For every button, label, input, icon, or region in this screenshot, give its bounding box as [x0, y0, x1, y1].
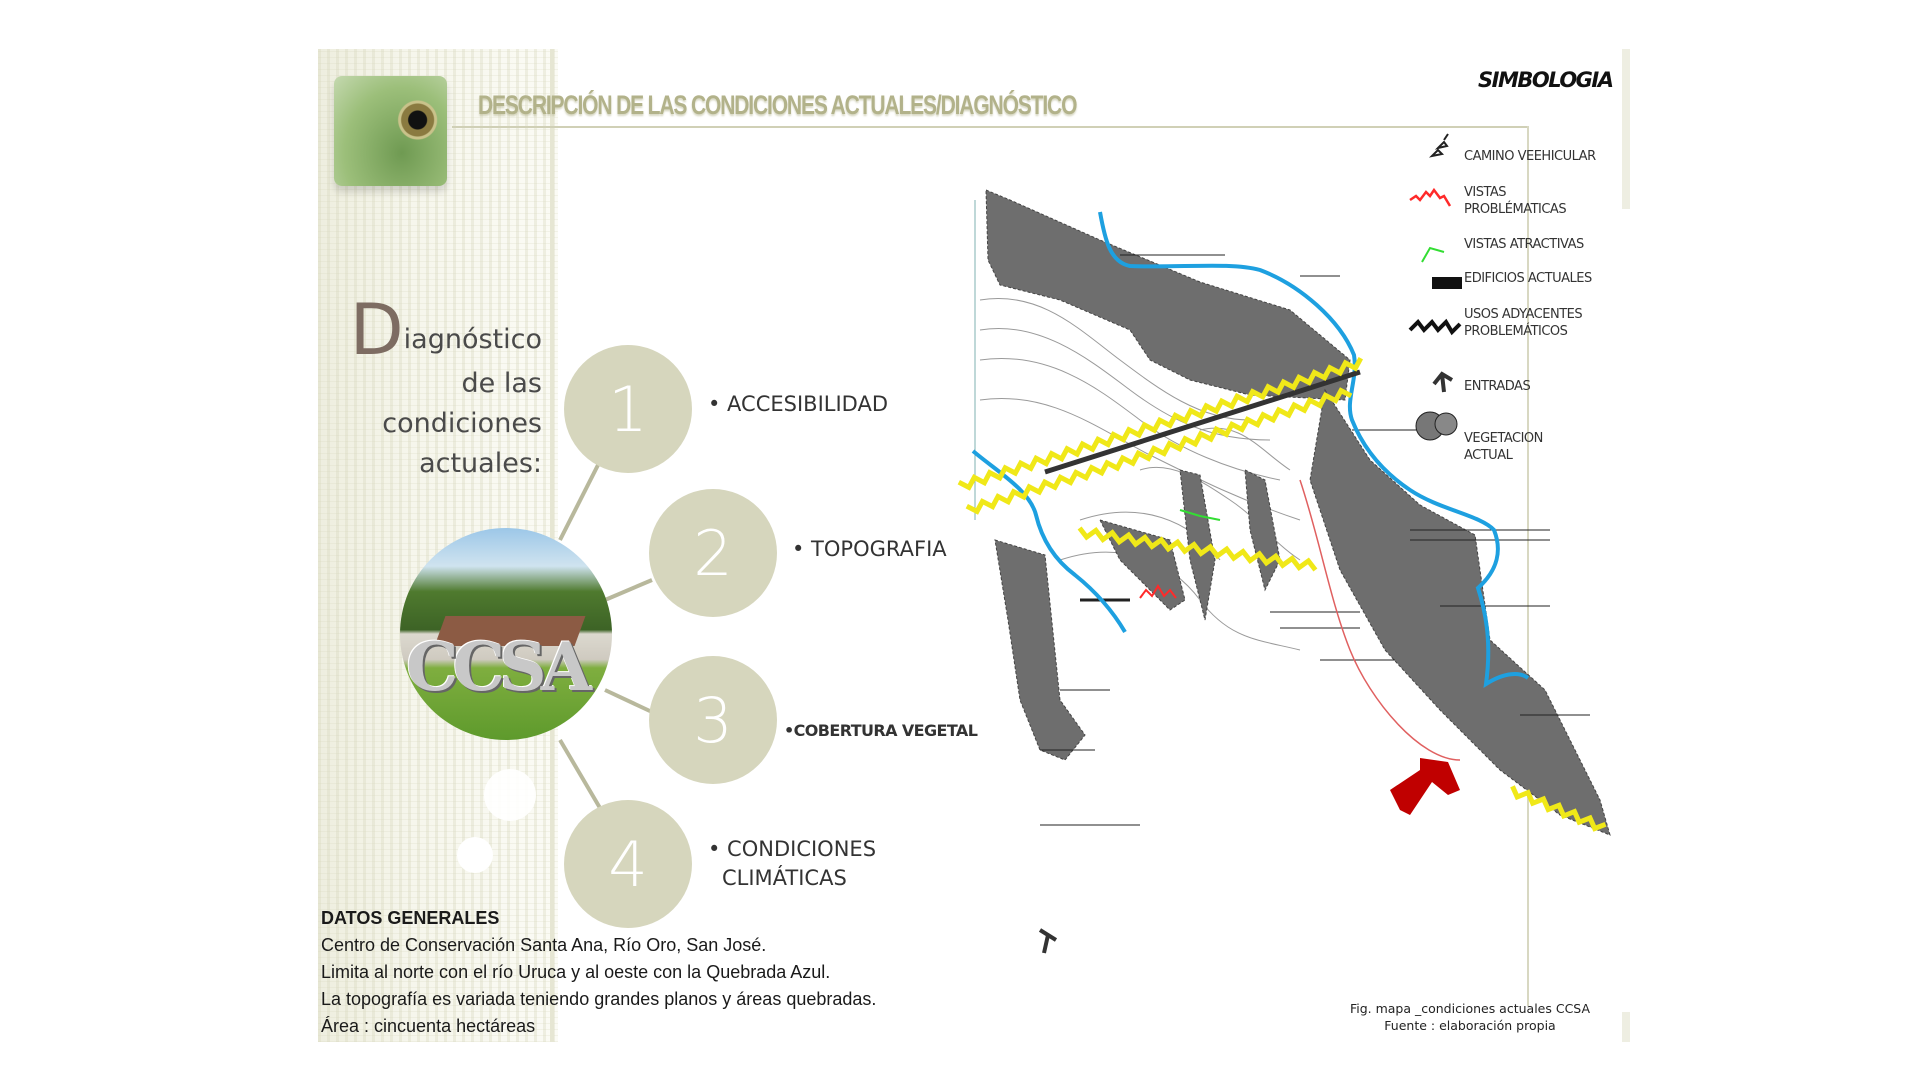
road-icon	[1428, 133, 1449, 158]
slide-title: DESCRIPCIÓN DE LAS CONDICIONES ACTUALES/…	[478, 90, 1077, 120]
main-entrance-arrow	[1390, 758, 1460, 815]
decorative-stripe	[1622, 49, 1630, 209]
item-number: 4	[608, 827, 648, 901]
heading-line: iagnóstico	[403, 324, 542, 355]
item-1-circle: 1	[564, 345, 692, 473]
heading-line: actuales:	[419, 448, 542, 479]
item-number: 2	[693, 516, 733, 590]
general-data-title: DATOS GENERALES	[321, 908, 500, 928]
frog-eye-image	[334, 76, 447, 186]
heading-line: condiciones	[382, 408, 542, 439]
legend-label: PROBLÉMATICAS	[1464, 202, 1567, 217]
vehicular-road	[1044, 369, 1361, 475]
item-label-condiciones: • CONDICIONES CLIMÁTICAS	[708, 835, 876, 893]
legend-item-entradas: ENTRADAS	[1464, 379, 1531, 394]
boundary-zigzags	[957, 357, 1607, 832]
red-trail	[1299, 479, 1461, 761]
green-line-icon	[1421, 246, 1445, 263]
legend-title: SIMBOLOGIA	[1478, 68, 1614, 92]
survey-lines	[1040, 254, 1590, 826]
legend-item-vistas-atractivas: VISTAS ATRACTIVAS	[1464, 237, 1584, 252]
legend-item-camino: CAMINO VEEHICULAR	[1464, 149, 1596, 164]
legend-label: USOS ADYACENTES	[1464, 307, 1583, 322]
label-line: CLIMÁTICAS	[722, 866, 847, 890]
ccsa-photo: CCSA	[400, 528, 612, 740]
legend-label: ACTUAL	[1464, 448, 1513, 463]
title-underline	[452, 126, 1528, 128]
item-label-accesibilidad: • ACCESIBILIDAD	[708, 392, 889, 416]
heading-initial: D	[349, 289, 404, 371]
heading-line: de las	[461, 368, 542, 399]
map-caption: Fig. mapa _condiciones actuales CCSA Fue…	[1340, 1000, 1600, 1034]
general-data-line: Centro de Conservación Santa Ana, Río Or…	[321, 935, 767, 955]
secondary-entrance-icon	[1038, 928, 1058, 954]
red-zigzag-icon	[1409, 187, 1452, 207]
label-line: • CONDICIONES	[708, 837, 877, 861]
legend-item-usos-adyacentes: USOS ADYACENTES PROBLEMÁTICOS	[1464, 306, 1583, 340]
caption-line: Fuente : elaboración propia	[1384, 1018, 1556, 1033]
legend-label: VEGETACION	[1464, 431, 1543, 446]
decorative-stripe	[1622, 1012, 1630, 1042]
river	[971, 211, 1530, 688]
tree-icon	[1415, 411, 1458, 441]
entrance-arrow-icon	[1432, 371, 1454, 393]
legend-item-vistas-problematicas: VISTAS PROBLÉMATICAS	[1464, 184, 1567, 218]
legend-icons	[1408, 133, 1462, 441]
general-data-line: Limita al norte con el río Uruca y al oe…	[321, 962, 831, 982]
problem-view-mark	[1139, 584, 1177, 599]
attractive-view-mark	[1179, 509, 1221, 521]
item-2-circle: 2	[649, 489, 777, 617]
legend-item-vegetacion: VEGETACION ACTUAL	[1464, 430, 1543, 464]
building-icon	[1432, 277, 1462, 289]
item-number: 1	[608, 372, 648, 446]
caption-line: Fig. mapa _condiciones actuales CCSA	[1349, 1001, 1591, 1016]
ccsa-logo: CCSA	[406, 628, 592, 706]
item-label-topografia: • TOPOGRAFIA	[792, 537, 947, 561]
legend-label: PROBLEMÁTICOS	[1464, 324, 1568, 339]
item-label-cobertura: •COBERTURA VEGETAL	[784, 721, 978, 740]
black-zigzag-icon	[1408, 318, 1462, 336]
legend-divider	[1527, 126, 1529, 1006]
general-data-line: La topografía es variada teniendo grande…	[321, 989, 877, 1009]
item-number: 3	[693, 683, 733, 757]
item-4-circle: 4	[564, 800, 692, 928]
general-data: DATOS GENERALES Centro de Conservación S…	[321, 905, 876, 1040]
item-3-circle: 3	[649, 656, 777, 784]
legend-label: VISTAS	[1464, 185, 1507, 200]
legend-item-edificios: EDIFICIOS ACTUALES	[1464, 271, 1592, 286]
general-data-line: Área : cincuenta hectáreas	[321, 1016, 536, 1036]
